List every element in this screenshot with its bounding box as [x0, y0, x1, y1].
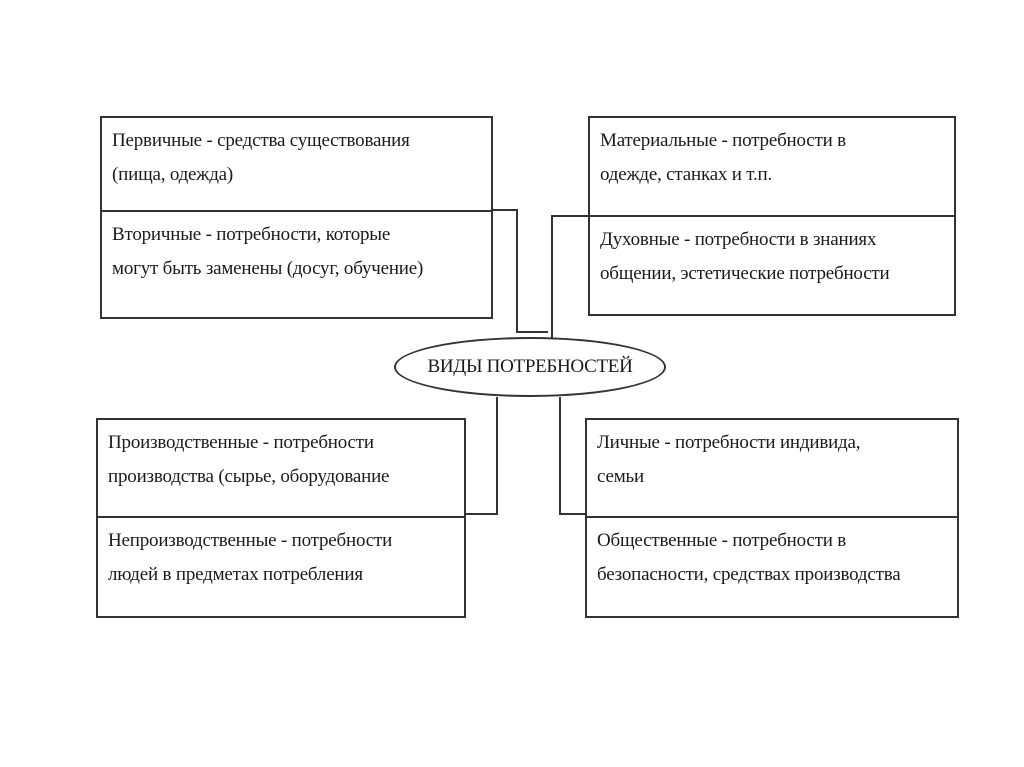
box-social-line-2: безопасности, средствах производства: [597, 564, 901, 585]
box-spiritual-line-2: общении, эстетические потребности: [600, 263, 890, 284]
box-secondary-line-2: могут быть заменены (досуг, обучение): [112, 258, 424, 279]
center-title: ВИДЫ ПОТРЕБНОСТЕЙ: [427, 356, 633, 377]
box-primary-line-1: Первичные - средства существования: [112, 130, 410, 151]
box-primary-line-2: (пища, одежда): [112, 164, 234, 185]
center-title-ellipse: ВИДЫ ПОТРЕБНОСТЕЙ: [394, 337, 666, 397]
connector-top-left: [493, 209, 548, 333]
box-personal-needs: Личные - потребности индивида, семьи: [585, 418, 959, 518]
box-material-needs: Материальные - потребности в одежде, ста…: [588, 116, 956, 217]
connector-bottom-left: [466, 397, 498, 515]
box-personal-line-2: семьи: [597, 466, 644, 487]
box-nonproductive-line-1: Непроизводственные - потребности: [108, 530, 393, 551]
box-nonproductive-line-2: людей в предметах потребления: [108, 564, 363, 585]
box-material-line-2: одежде, станках и т.п.: [600, 164, 773, 185]
box-spiritual-needs: Духовные - потребности в знаниях общении…: [588, 215, 956, 316]
connector-top-right: [551, 215, 588, 338]
connector-bottom-right: [559, 397, 585, 515]
box-material-line-1: Материальные - потребности в: [600, 130, 846, 151]
box-secondary-needs: Вторичные - потребности, которые могут б…: [100, 210, 493, 319]
box-social-line-1: Общественные - потребности в: [597, 530, 847, 551]
box-social-needs: Общественные - потребности в безопасност…: [585, 516, 959, 618]
box-productive-line-1: Производственные - потребности: [108, 432, 374, 453]
box-personal-line-1: Личные - потребности индивида,: [597, 432, 861, 453]
box-spiritual-line-1: Духовные - потребности в знаниях: [600, 229, 877, 250]
box-primary-needs: Первичные - средства существования (пища…: [100, 116, 493, 212]
box-productive-line-2: производства (сырье, оборудование: [108, 466, 390, 487]
box-secondary-line-1: Вторичные - потребности, которые: [112, 224, 391, 245]
box-productive-needs: Производственные - потребности производс…: [96, 418, 466, 518]
box-nonproductive-needs: Непроизводственные - потребности людей в…: [96, 516, 466, 618]
